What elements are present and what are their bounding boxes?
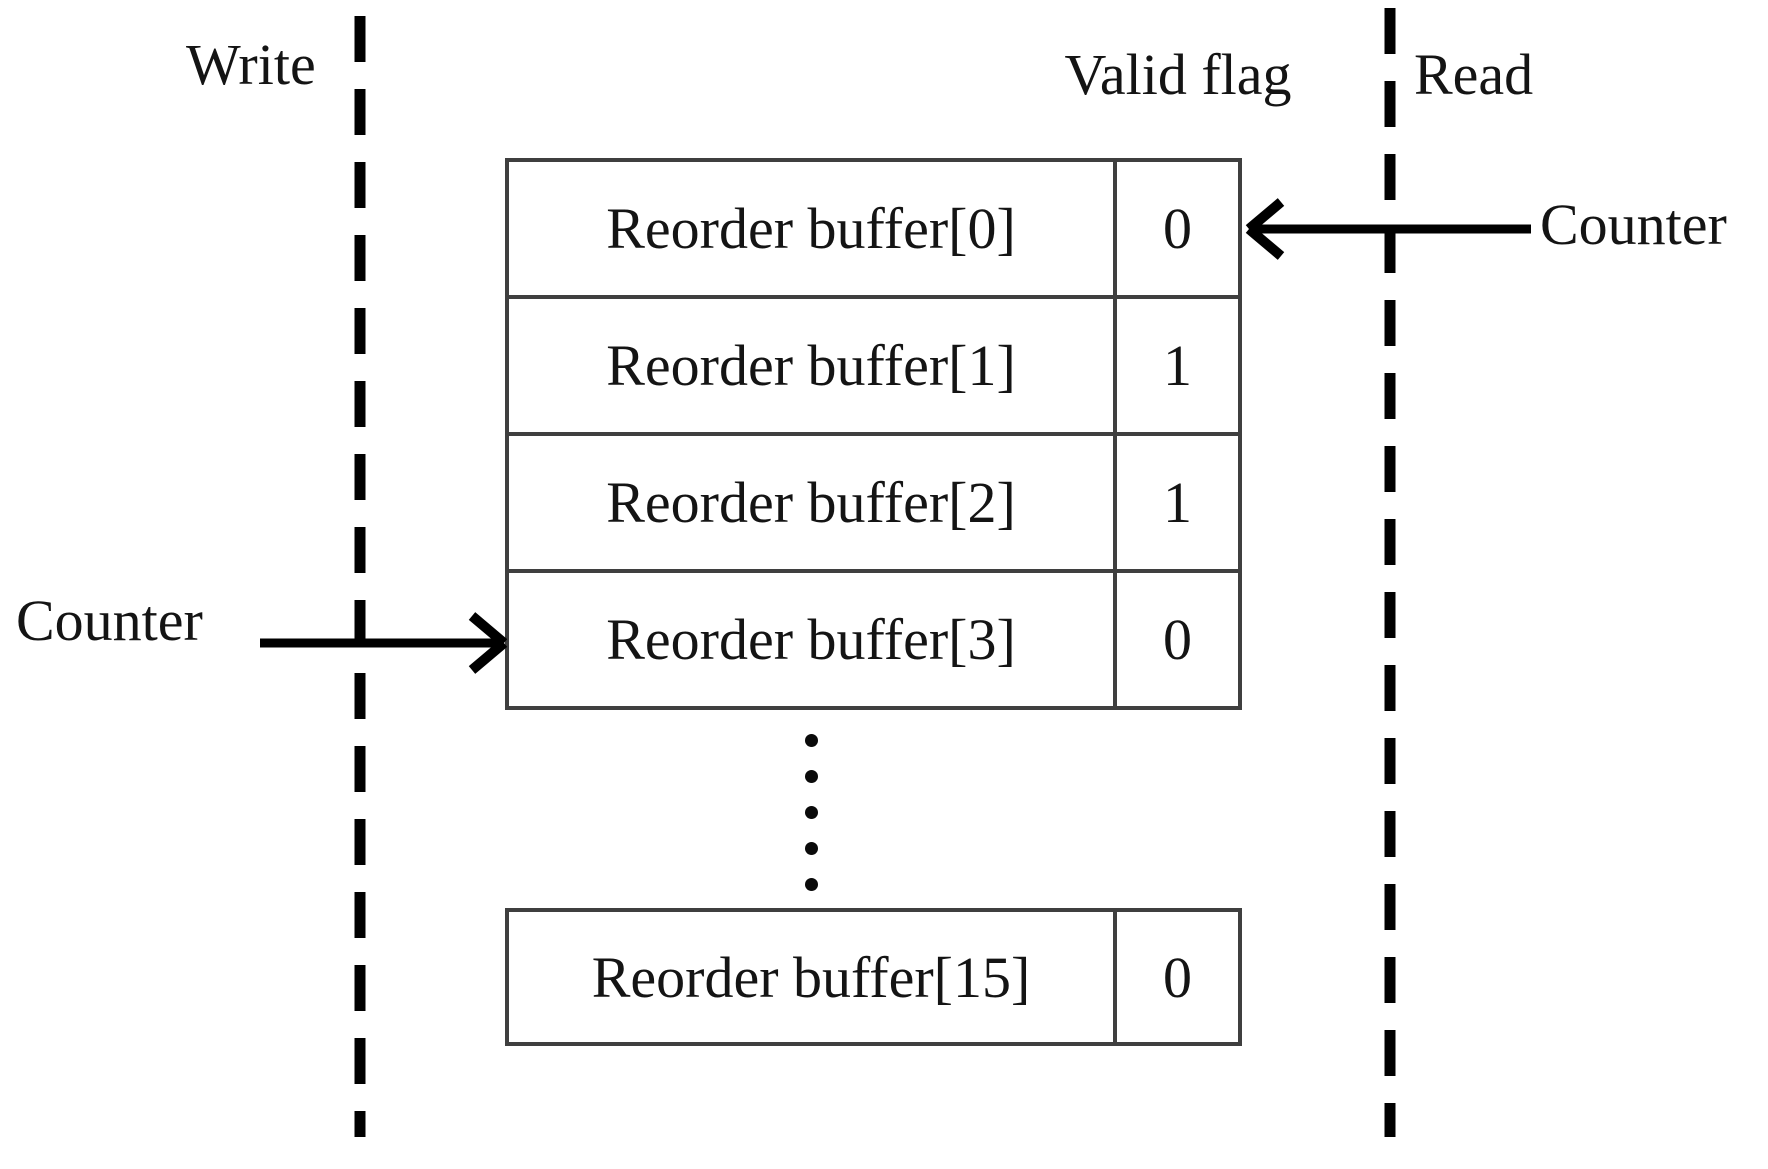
table-row: Reorder buffer[0] 0 [509, 162, 1238, 295]
valid-flag-cell: 1 [1163, 333, 1192, 398]
table-row: Reorder buffer[15] 0 [509, 912, 1238, 1042]
write-boundary-dashed-line [354, 16, 366, 1137]
buffer-name-cell: Reorder buffer[2] [509, 436, 1117, 569]
valid-flag-cell: 0 [1163, 607, 1192, 672]
table-row: Reorder buffer[3] 0 [509, 569, 1238, 706]
table-row: Reorder buffer[1] 1 [509, 295, 1238, 432]
ellipsis-dot [805, 842, 818, 855]
table-row: Reorder buffer[2] 1 [509, 432, 1238, 569]
reorder-buffer-last-row-table: Reorder buffer[15] 0 [505, 908, 1242, 1046]
ellipsis-dot [805, 878, 818, 891]
buffer-name-cell: Reorder buffer[1] [509, 299, 1117, 432]
buffer-name-cell: Reorder buffer[0] [509, 162, 1117, 295]
read-label: Read [1414, 42, 1534, 107]
ellipsis-dot [805, 770, 818, 783]
write-counter-label: Counter [16, 588, 203, 653]
write-label: Write [186, 32, 316, 97]
valid-flag-cell: 0 [1163, 944, 1192, 1010]
ellipsis-dot [805, 806, 818, 819]
read-boundary-dashed-line [1384, 8, 1396, 1137]
buffer-name-cell: Reorder buffer[15] [509, 912, 1117, 1042]
valid-flag-cell: 1 [1163, 470, 1192, 535]
reorder-buffer-table: Reorder buffer[0] 0 Reorder buffer[1] 1 … [505, 158, 1242, 710]
valid-flag-cell: 0 [1163, 196, 1192, 261]
ellipsis-dot [805, 734, 818, 747]
valid-flag-label: Valid flag [1064, 42, 1292, 107]
read-counter-arrow [1245, 198, 1531, 260]
buffer-name-cell: Reorder buffer[3] [509, 573, 1117, 706]
ellipsis-dots [805, 734, 818, 891]
write-counter-arrow [260, 612, 508, 674]
read-counter-label: Counter [1540, 192, 1727, 257]
